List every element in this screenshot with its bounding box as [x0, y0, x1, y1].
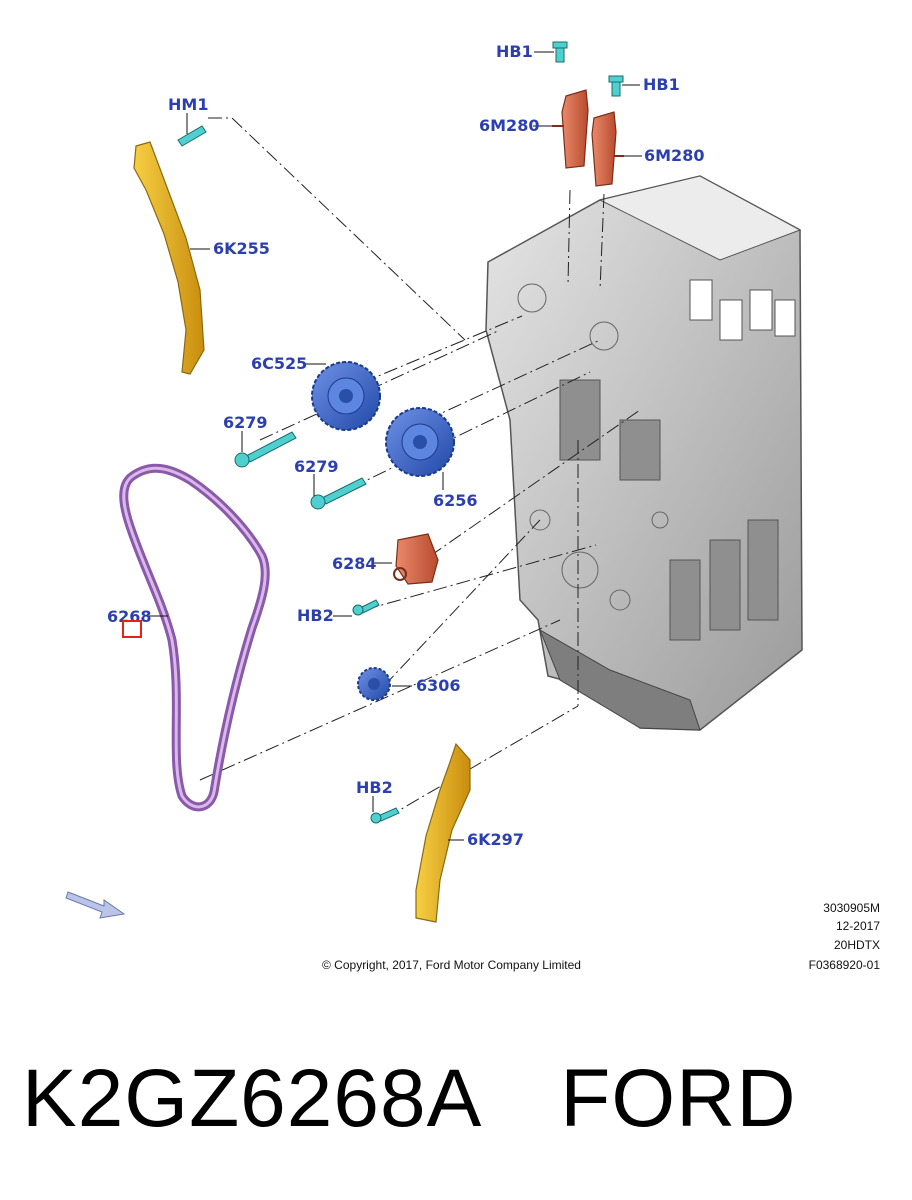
engine-block — [485, 175, 803, 731]
intake-cam-phaser — [311, 361, 381, 431]
bolt-6279-a — [234, 431, 297, 468]
label-6k255: 6K255 — [213, 239, 270, 258]
vct-solenoid-right — [591, 111, 624, 187]
ref-line-1: 3030905M — [823, 901, 880, 915]
ref-line-3: 20HDTX — [833, 938, 880, 952]
exploded-timing-diagram — [65, 41, 803, 923]
timing-chain-highlight — [122, 466, 267, 809]
label-hm1: HM1 — [168, 95, 209, 114]
leader-lines — [148, 51, 642, 841]
label-6m280-right: 6M280 — [644, 146, 705, 165]
label-hb1-right: HB1 — [643, 75, 680, 94]
label-6k297: 6K297 — [467, 830, 524, 849]
brand-name: FORD — [560, 1053, 797, 1144]
label-hb1-top: HB1 — [496, 42, 533, 61]
upper-chain-guide — [133, 141, 205, 375]
label-6306: 6306 — [416, 676, 461, 695]
label-6256: 6256 — [433, 491, 478, 510]
bolt-6279-b — [310, 477, 367, 510]
copyright-notice: © Copyright, 2017, Ford Motor Company Li… — [322, 958, 581, 972]
label-6279-a: 6279 — [223, 413, 268, 432]
ref-line-2: 12-2017 — [835, 919, 880, 933]
label-6284: 6284 — [332, 554, 377, 573]
selected-part-highlight — [122, 620, 142, 638]
bolt-hb1-top — [552, 41, 568, 63]
label-6279-b: 6279 — [294, 457, 339, 476]
ref-line-4: F0368920-01 — [808, 958, 880, 972]
label-hb2-mid: HB2 — [297, 606, 334, 625]
part-number: K2GZ6268A — [22, 1053, 483, 1144]
bolt-hb1-right — [608, 75, 624, 97]
label-hb2-low: HB2 — [356, 778, 393, 797]
crankshaft-sprocket — [357, 667, 391, 701]
lower-chain-guide — [415, 742, 471, 923]
timing-chain — [119, 463, 270, 812]
bolt-hb2-mid — [352, 599, 380, 616]
label-6m280-left: 6M280 — [479, 116, 540, 135]
front-direction-arrow-icon — [65, 891, 126, 919]
vct-solenoid-left — [552, 89, 589, 169]
pin-hm1 — [177, 125, 207, 147]
chain-tensioner — [393, 533, 439, 585]
bolt-hb2-low — [370, 807, 400, 824]
label-6c525: 6C525 — [251, 354, 308, 373]
exhaust-cam-phaser — [385, 407, 455, 477]
